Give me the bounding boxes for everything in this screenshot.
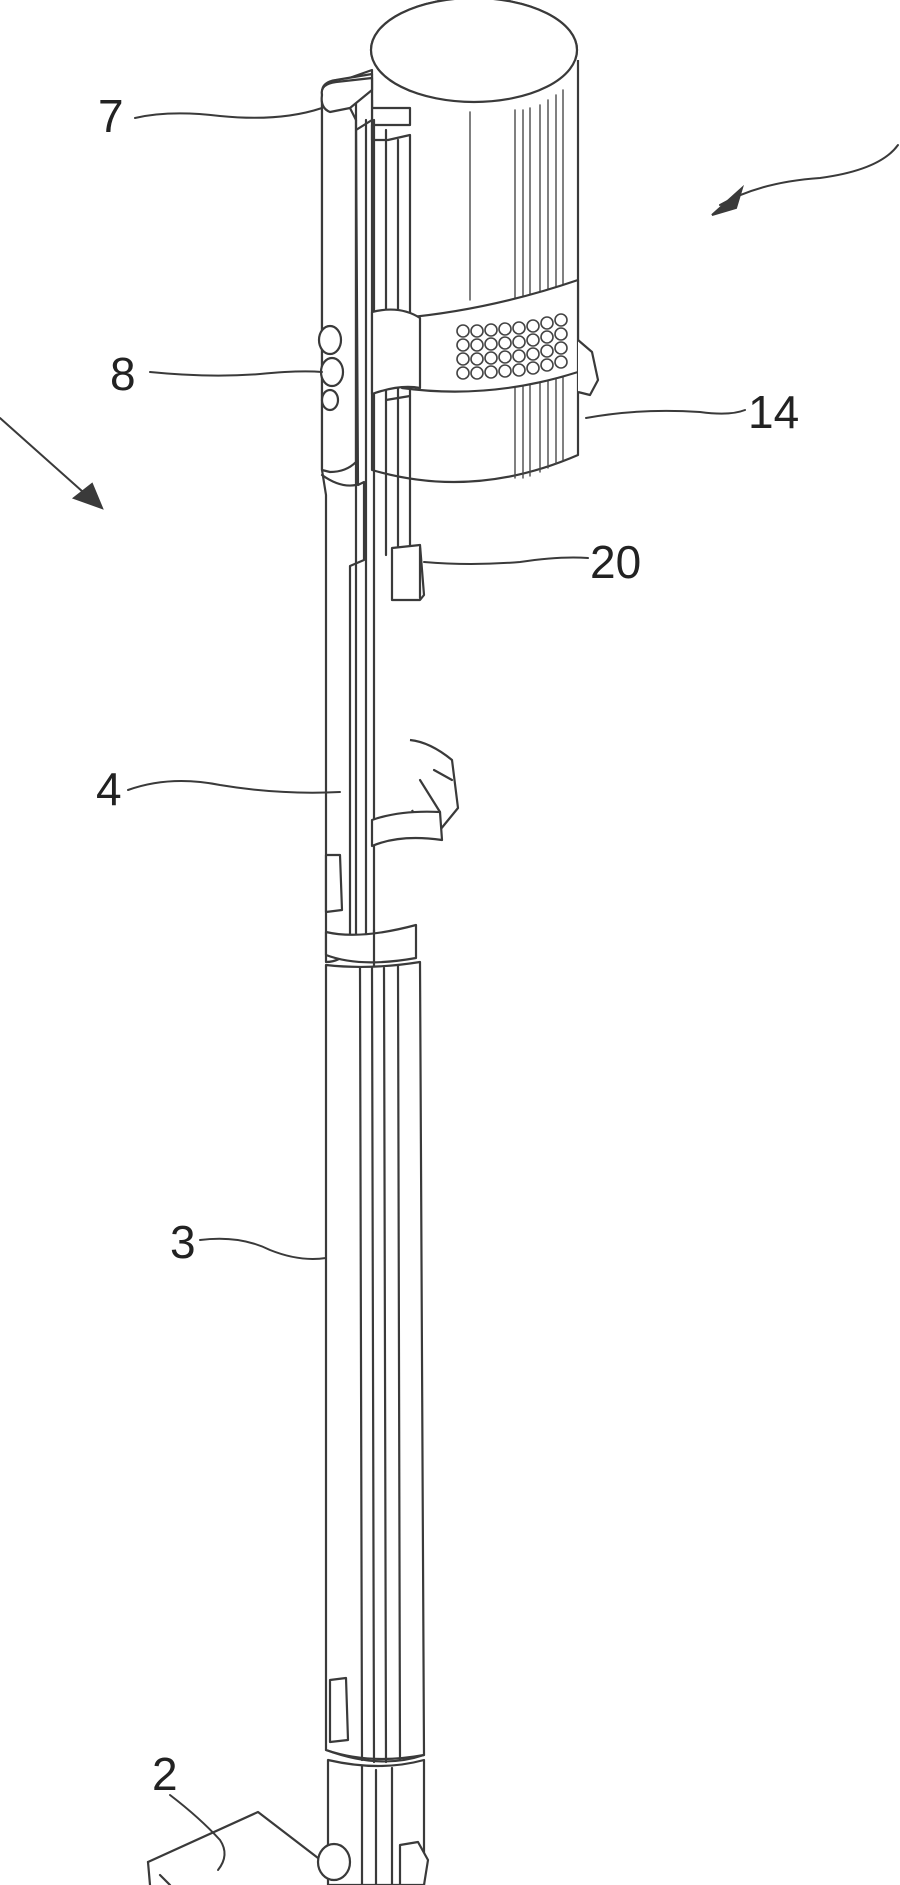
floor-nozzle [146, 1758, 430, 1885]
reference-labels: 7 8 14 20 4 3 2 [96, 90, 799, 1800]
label-20: 20 [590, 536, 641, 588]
label-2: 2 [152, 1748, 178, 1800]
label-4: 4 [96, 763, 122, 815]
arrow-left [0, 417, 104, 510]
label-3: 3 [170, 1216, 196, 1268]
label-8: 8 [110, 348, 136, 400]
handle-body [317, 68, 460, 970]
label-14: 14 [748, 386, 799, 438]
arrow-upper-right [711, 144, 899, 216]
dust-cup [369, 0, 600, 484]
label-7: 7 [98, 90, 124, 142]
extension-pipe [324, 960, 426, 1764]
leader-lines [127, 107, 746, 1871]
filter-grille [456, 313, 568, 380]
